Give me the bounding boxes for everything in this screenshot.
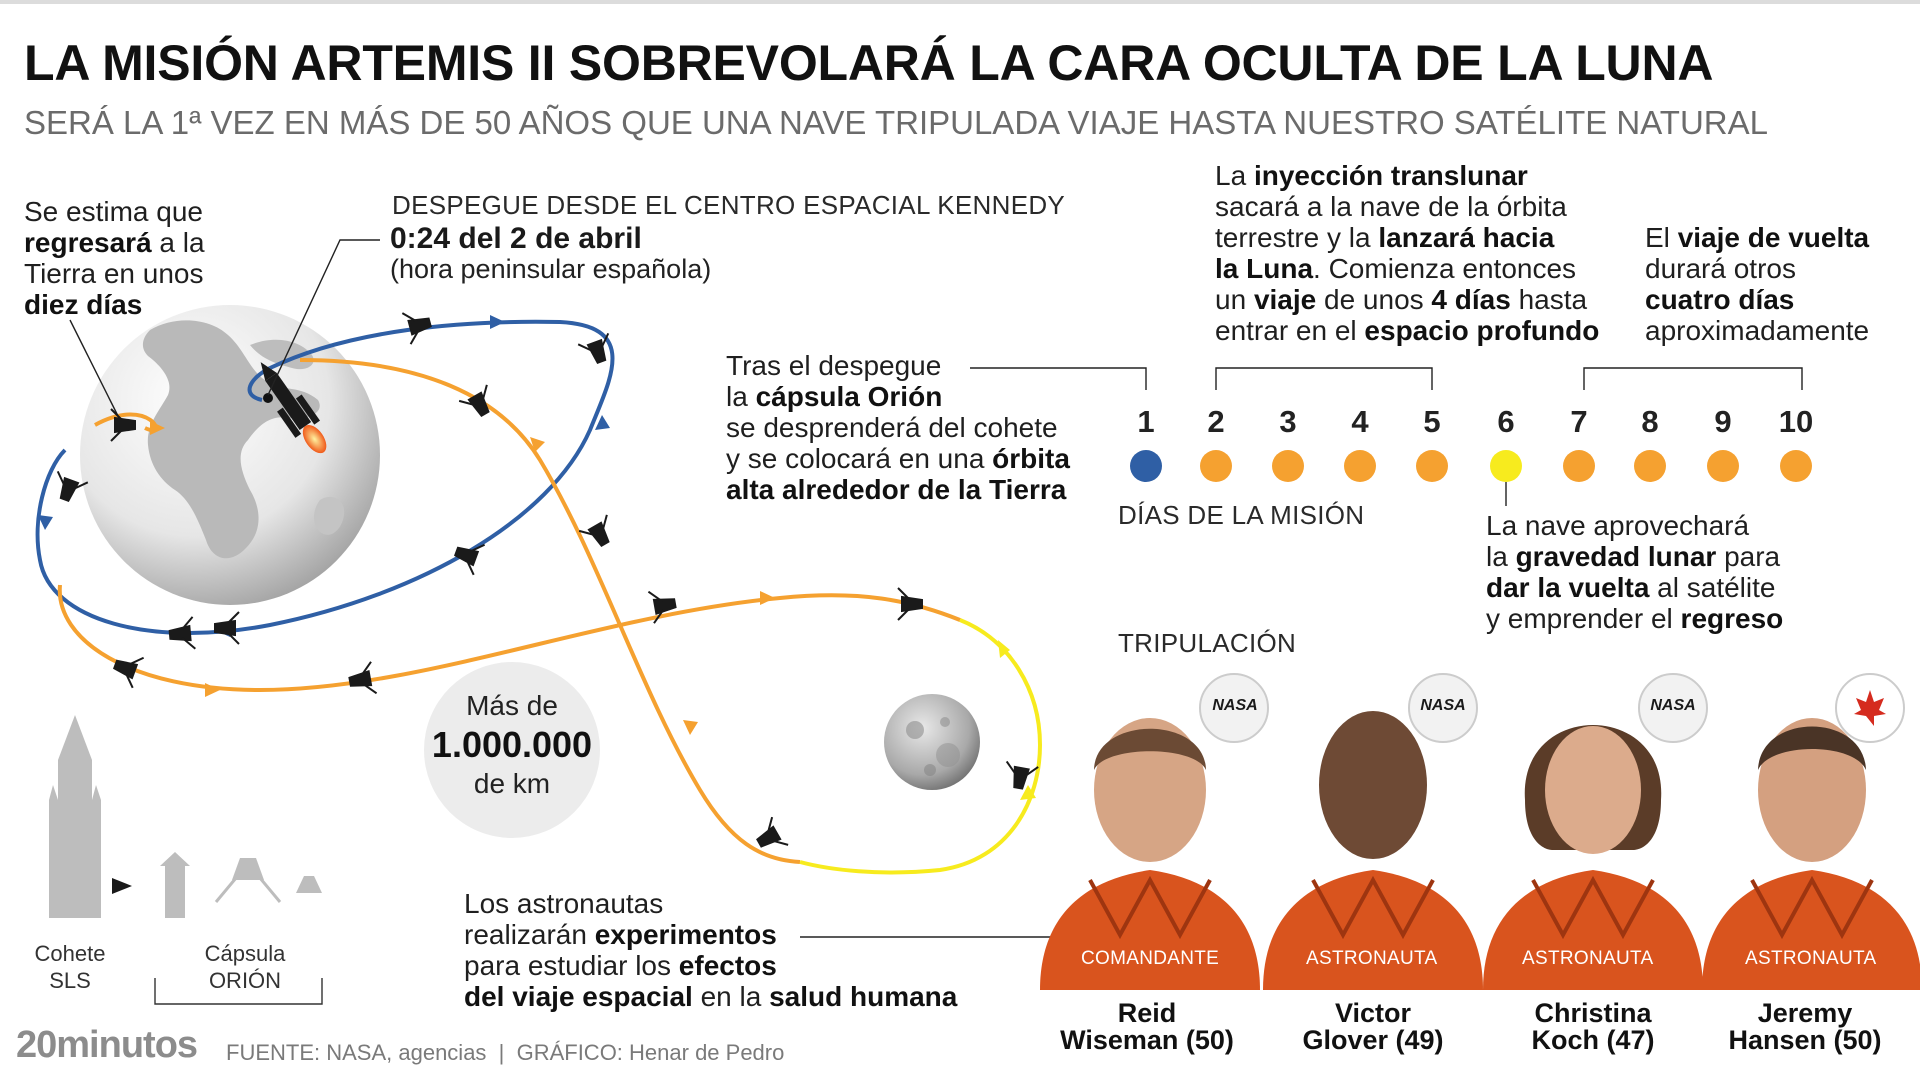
day-number: 4	[1351, 404, 1369, 439]
day-dot	[1490, 450, 1522, 482]
day-dot	[1416, 450, 1448, 482]
launch-timezone: (hora peninsular española)	[390, 254, 712, 284]
brand-logo: 20minutos	[16, 1024, 198, 1066]
top-rule	[0, 0, 1920, 4]
launch-time: 0:24 del 2 de abril	[390, 222, 642, 255]
day-number: 3	[1279, 404, 1297, 439]
day-dot	[1707, 450, 1739, 482]
distance-value: 1.000.000	[431, 724, 593, 765]
orion-stack-icon	[160, 852, 190, 918]
crew-portrait-wiseman	[1040, 673, 1269, 990]
experiments-note: Los astronautas realizarán experimentos …	[464, 888, 958, 1012]
launch-label: DESPEGUE DESDE EL CENTRO ESPACIAL KENNED…	[392, 190, 1066, 220]
day-dot	[1130, 450, 1162, 482]
mission-days-label: DÍAS DE LA MISIÓN	[1118, 500, 1365, 530]
capsule-label: Cápsula ORIÓN	[204, 941, 286, 993]
crew-role: ASTRONAUTA	[1745, 948, 1877, 969]
crew-role: ASTRONAUTA	[1306, 948, 1438, 969]
rocket-label: Cohete SLS	[34, 941, 106, 993]
day-dot	[1634, 450, 1666, 482]
crew-portrait-koch	[1483, 673, 1708, 990]
distance-circle	[424, 662, 600, 838]
day-dot	[1563, 450, 1595, 482]
day-number: 2	[1207, 404, 1225, 439]
day-number: 9	[1714, 404, 1732, 439]
launch-site-marker	[263, 393, 273, 403]
distance-label: Más de 1.000.000 de km	[424, 690, 600, 800]
day-dot	[1344, 450, 1376, 482]
return-note: Se estima que regresará a la Tierra en u…	[24, 196, 205, 320]
earth	[80, 305, 380, 605]
footer-credits: FUENTE: NASA, agencias | GRÁFICO: Henar …	[226, 1040, 785, 1065]
distance-prefix: Más de	[466, 690, 558, 721]
day-number: 6	[1497, 404, 1515, 439]
translunar-note: La inyección translunar sacará a la nave…	[1215, 160, 1600, 346]
day-dot	[1780, 450, 1812, 482]
orion-capsule-icon	[296, 876, 322, 893]
day-number: 1	[1137, 404, 1155, 439]
sls-rocket-icon	[49, 715, 101, 918]
crew-portrait-hansen	[1702, 673, 1920, 990]
leader-lines	[69, 239, 1803, 938]
separation-note: Tras el despegue la cápsula Orión se des…	[726, 350, 1070, 505]
day-number: 5	[1423, 404, 1441, 439]
flyby-note: La nave aprovechará la gravedad lunar pa…	[1486, 510, 1784, 634]
nasa-badge-glover: NASA	[1420, 697, 1466, 714]
lunar-flyby-path	[799, 618, 1043, 875]
page-subtitle: SERÁ LA 1ª VEZ EN MÁS DE 50 AÑOS QUE UNA…	[24, 104, 1768, 141]
day-number: 7	[1570, 404, 1588, 439]
day-number: 10	[1778, 404, 1814, 439]
capsule-bracket	[154, 978, 323, 1005]
trajectory-arrows	[150, 421, 775, 735]
nasa-badge-wiseman: NASA	[1212, 697, 1258, 714]
return-trip-note: El viaje de vuelta durará otros cuatro d…	[1645, 222, 1870, 346]
nasa-badge-koch: NASA	[1650, 697, 1696, 714]
crew-portraits	[1040, 673, 1920, 990]
crew-portrait-glover	[1263, 673, 1483, 990]
moon	[884, 694, 980, 790]
arrow-right-icon	[112, 878, 132, 894]
sls-rocket-launch	[260, 362, 327, 454]
crew-heading: TRIPULACIÓN	[1118, 628, 1297, 658]
distance-unit: de km	[473, 768, 551, 799]
crew-role: ASTRONAUTA	[1522, 948, 1654, 969]
day-dot	[1272, 450, 1304, 482]
day-number: 8	[1641, 404, 1659, 439]
flyby-arrows	[998, 640, 1036, 800]
crew-role: COMANDANTE	[1081, 948, 1220, 969]
day-dot	[1200, 450, 1232, 482]
orion-deployed-icon	[214, 858, 282, 903]
page-title: LA MISIÓN ARTEMIS II SOBREVOLARÁ LA CARA…	[24, 35, 1714, 91]
maple-leaf-icon	[1854, 690, 1886, 726]
orion-capsule-glyphs	[56, 312, 1039, 848]
